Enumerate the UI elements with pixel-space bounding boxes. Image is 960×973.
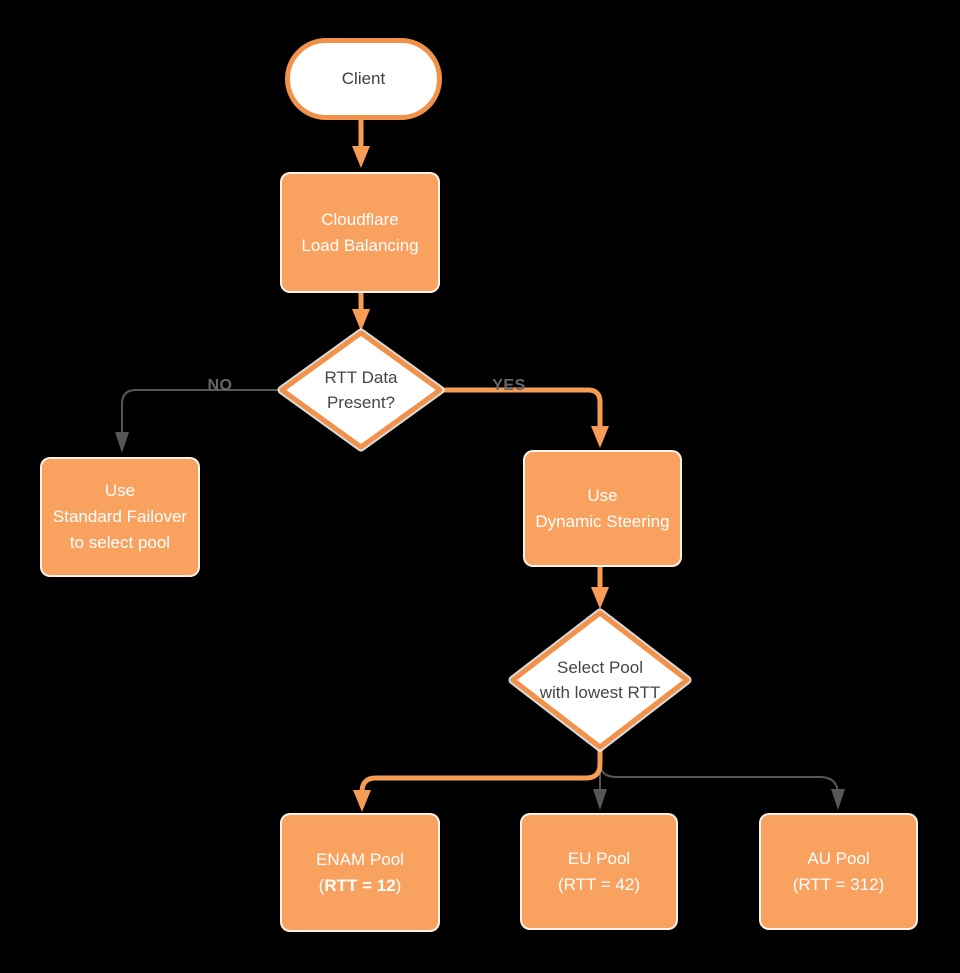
node-dynamic-steering: Use Dynamic Steering: [523, 450, 682, 567]
edge-to-au-pool: [599, 750, 839, 796]
node-enam-line2: (RTT = 12): [319, 873, 402, 899]
node-enam-pool: ENAM Pool (RTT = 12): [280, 813, 440, 932]
enam-rtt-value: RTT = 12: [324, 875, 396, 895]
decision-select-pool-shape: [508, 608, 692, 752]
node-eu-line2: (RTT = 42): [557, 874, 641, 894]
node-load-balancing-line2: Load Balancing: [301, 235, 419, 255]
arrowhead-decision: [352, 309, 370, 331]
node-client-label: Client: [341, 69, 386, 88]
node-steering-line1: Use: [587, 485, 618, 505]
edge-label-no: NO: [207, 377, 233, 394]
node-failover-line1: Use: [104, 481, 136, 500]
edge-to-enam-pool: [359, 747, 603, 793]
decision-select-line2: with lowest RTT: [539, 683, 661, 702]
node-au-line2: (RTT = 312): [792, 874, 885, 894]
arrowhead-selectpool: [591, 587, 609, 609]
node-enam-line1: ENAM Pool: [316, 849, 404, 869]
node-load-balancing: Cloudflare Load Balancing: [280, 172, 440, 293]
node-au-pool: AU Pool (RTT = 312): [759, 813, 918, 930]
gray-edges: [121, 389, 839, 796]
arrowhead-failover: [115, 432, 129, 453]
decision-rtt-present-label: RTT Data Present?: [291, 358, 431, 422]
node-eu-pool: EU Pool (RTT = 42): [520, 813, 678, 930]
gray-arrowheads: [115, 432, 845, 810]
enam-rtt-close: ): [395, 875, 402, 895]
enam-rtt-open: (: [318, 875, 325, 895]
edge-label-yes: YES: [492, 377, 526, 394]
node-steering-line2: Dynamic Steering: [535, 511, 670, 531]
orange-edges: [358, 120, 603, 793]
node-standard-failover: Use Standard Failover to select pool: [40, 457, 200, 577]
node-failover-line3: to select pool: [69, 533, 171, 552]
arrowhead-enam-pool: [353, 790, 371, 812]
node-au-line1: AU Pool: [807, 848, 870, 868]
arrowhead-loadbalancer: [352, 146, 370, 168]
arrowhead-au-pool: [831, 789, 845, 810]
decision-rtt-line1: RTT Data: [324, 368, 398, 387]
edge-no-to-failover: [121, 389, 282, 432]
arrowhead-eu-pool: [593, 789, 607, 810]
arrowhead-steering: [591, 426, 609, 448]
node-client: Client: [285, 38, 442, 120]
node-failover-line2: Standard Failover: [52, 507, 188, 526]
decision-select-pool-label: Select Pool with lowest RTT: [508, 648, 692, 712]
decision-rtt-present-shape: [277, 328, 445, 452]
node-eu-line1: EU Pool: [567, 848, 631, 868]
node-load-balancing-line1: Cloudflare: [321, 209, 399, 229]
orange-arrowheads: [352, 146, 609, 812]
edge-yes-to-steering: [440, 387, 603, 428]
decision-select-line1: Select Pool: [557, 658, 643, 677]
decision-rtt-line2: Present?: [326, 393, 396, 412]
